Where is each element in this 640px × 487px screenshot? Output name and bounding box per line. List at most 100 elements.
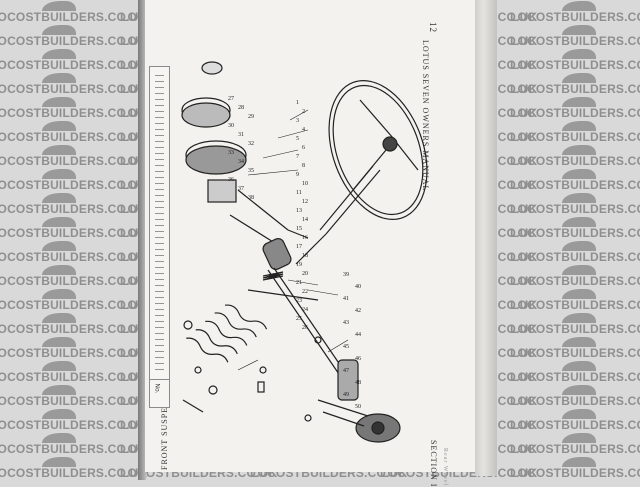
watermark-text: LOCOSTBUILDERS.CO.UK: [510, 82, 640, 96]
watermark-tile: LOCOSTBUILDERS.CO.UK: [510, 336, 640, 360]
callout-number: 44: [355, 332, 361, 338]
car-logo-icon: [562, 97, 596, 107]
car-logo-icon: [562, 457, 596, 467]
callout-number: 18: [302, 253, 308, 259]
watermark-tile: LOCOSTBUILDERS.CO.UK: [0, 24, 147, 48]
callout-number: 36: [228, 177, 234, 183]
table-header: No.: [153, 383, 161, 394]
watermark-tile: LOCOSTBUILDERS.CO.UK: [510, 24, 640, 48]
page-edges: [475, 0, 497, 476]
callout-number: 41: [343, 296, 349, 302]
callout-number: 15: [296, 226, 302, 232]
callout-number: 7: [296, 154, 299, 160]
callout-number: 1: [296, 100, 299, 106]
watermark-text: LOCOSTBUILDERS.CO.UK: [510, 202, 640, 216]
callout-number: 39: [343, 272, 349, 278]
car-logo-icon: [42, 385, 76, 395]
watermark-text: LOCOSTBUILDERS.CO.UK: [510, 34, 640, 48]
car-logo-icon: [562, 337, 596, 347]
watermark-text: LOCOSTBUILDERS.CO.UK: [0, 418, 148, 432]
car-logo-icon: [562, 73, 596, 83]
watermark-tile: LOCOSTBUILDERS.CO.UK: [0, 240, 147, 264]
watermark-tile: LOCOSTBUILDERS.CO.UK: [510, 216, 640, 240]
callout-number: 27: [228, 96, 234, 102]
watermark-tile: LOCOSTBUILDERS.CO.UK: [0, 120, 147, 144]
car-logo-icon: [42, 361, 76, 371]
watermark-text: LOCOSTBUILDERS.CO.UK: [0, 34, 148, 48]
watermark-text: LOCOSTBUILDERS.CO.UK: [0, 106, 148, 120]
watermark-text: LOCOSTBUILDERS.CO.UK: [510, 322, 640, 336]
watermark-tile: LOCOSTBUILDERS.CO.UK: [510, 432, 640, 456]
callout-number: 42: [355, 308, 361, 314]
callout-number: 21: [296, 280, 302, 286]
watermark-tile: LOCOSTBUILDERS.CO.UK: [0, 0, 147, 24]
callout-number: 4: [302, 127, 305, 133]
watermark-tile: LOCOSTBUILDERS.CO.UK: [510, 408, 640, 432]
watermark-tile: LOCOSTBUILDERS.CO.UK: [510, 384, 640, 408]
watermark-tile: LOCOSTBUILDERS.CO.UK: [0, 336, 147, 360]
callout-number: 38: [248, 195, 254, 201]
car-logo-icon: [42, 49, 76, 59]
callout-number: 20: [302, 271, 308, 277]
car-logo-icon: [42, 1, 76, 11]
car-logo-icon: [42, 289, 76, 299]
car-logo-icon: [562, 145, 596, 155]
callout-number: 32: [248, 141, 254, 147]
callout-number: 22: [302, 289, 308, 295]
callout-number: 28: [238, 105, 244, 111]
watermark-text: LOCOSTBUILDERS.CO.UK: [0, 82, 148, 96]
car-logo-icon: [562, 361, 596, 371]
callout-number: 25: [296, 316, 302, 322]
watermark-tile: LOCOSTBUILDERS.CO.UK: [0, 48, 147, 72]
car-logo-icon: [562, 121, 596, 131]
car-logo-icon: [42, 97, 76, 107]
car-logo-icon: [562, 385, 596, 395]
watermark-tile: LOCOSTBUILDERS.CO.UK: [510, 144, 640, 168]
car-logo-icon: [562, 409, 596, 419]
watermark-tile: LOCOSTBUILDERS.CO.UK: [0, 216, 147, 240]
watermark-text: LOCOSTBUILDERS.CO.UK: [0, 370, 148, 384]
callout-numbers: 1234567891011121314151617181920212223242…: [228, 96, 361, 410]
watermark-tile: LOCOSTBUILDERS.CO.UK: [0, 384, 147, 408]
callout-number: 26: [302, 325, 308, 331]
watermark-text: LOCOSTBUILDERS.CO.UK: [510, 10, 640, 24]
watermark-text: LOCOSTBUILDERS.CO.UK: [0, 250, 148, 264]
car-logo-icon: [42, 169, 76, 179]
manual-page: [145, 0, 476, 472]
callout-number: 11: [296, 190, 302, 196]
watermark-text: LOCOSTBUILDERS.CO.UK: [0, 226, 148, 240]
car-logo-icon: [562, 289, 596, 299]
page-number: 12: [428, 22, 438, 33]
watermark-text: LOCOSTBUILDERS.CO.UK: [510, 226, 640, 240]
callout-number: 34: [238, 159, 244, 165]
watermark-text: LOCOSTBUILDERS.CO.UK: [0, 130, 148, 144]
watermark-tile: LOCOSTBUILDERS.CO.UK: [0, 96, 147, 120]
watermark-tile: LOCOSTBUILDERS.CO.UK: [510, 288, 640, 312]
watermark-text: LOCOSTBUILDERS.CO.UK: [510, 298, 640, 312]
upper-wishbone: [229, 189, 309, 246]
callout-number: 46: [355, 356, 361, 362]
callout-number: 10: [302, 181, 308, 187]
watermark-tile: LOCOSTBUILDERS.CO.UK: [510, 120, 640, 144]
car-logo-icon: [562, 433, 596, 443]
parts-table-rows: [155, 75, 164, 375]
callout-number: 43: [343, 320, 349, 326]
watermark-text: LOCOSTBUILDERS.CO.UK: [510, 178, 640, 192]
car-logo-icon: [42, 145, 76, 155]
watermark-text: LOCOSTBUILDERS.CO.UK: [0, 58, 148, 72]
car-logo-icon: [42, 337, 76, 347]
watermark-text: LOCOSTBUILDERS.CO.UK: [510, 154, 640, 168]
watermark-tile: LOCOSTBUILDERS.CO.UK: [510, 312, 640, 336]
car-logo-icon: [562, 193, 596, 203]
watermark-text: LOCOSTBUILDERS.CO.UK: [0, 202, 148, 216]
watermark-text: LOCOSTBUILDERS.CO.UK: [0, 394, 148, 408]
watermark-tile: LOCOSTBUILDERS.CO.UK: [510, 240, 640, 264]
watermark-text: LOCOSTBUILDERS.CO.UK: [0, 322, 148, 336]
callout-number: 40: [355, 284, 361, 290]
callout-number: 30: [228, 123, 234, 129]
watermark-text: LOCOSTBUILDERS.CO.UK: [510, 58, 640, 72]
parts-table: No.: [149, 66, 170, 408]
car-logo-icon: [42, 25, 76, 35]
fasteners: [182, 320, 322, 422]
watermark-text: LOCOSTBUILDERS.CO.UK: [510, 130, 640, 144]
